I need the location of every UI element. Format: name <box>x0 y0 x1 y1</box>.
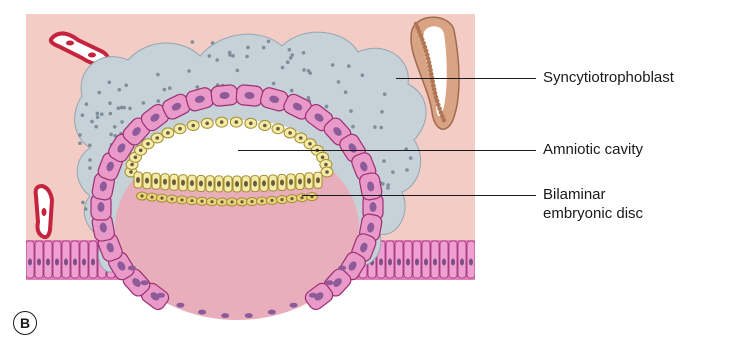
bilaminar-disc-leader-line <box>302 195 536 196</box>
bilaminar-disc-label-line2: embryonic disc <box>543 205 643 223</box>
amniotic-cavity-leader-line <box>238 150 536 151</box>
blood-vessel-left <box>36 186 52 237</box>
syncytiotrophoblast-leader-line <box>396 78 536 79</box>
syncytiotrophoblast-label: Syncytiotrophoblast <box>543 69 674 87</box>
panel-letter: B <box>13 311 37 335</box>
amniotic-cavity-label: Amniotic cavity <box>543 141 643 159</box>
bilaminar-disc-label-line1: Bilaminar <box>543 186 606 204</box>
